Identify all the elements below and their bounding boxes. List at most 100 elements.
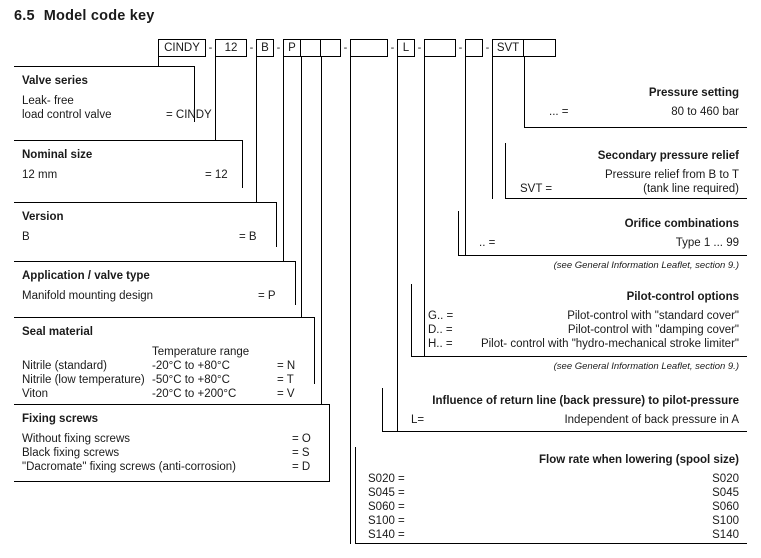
legend-row-value: S045	[712, 487, 739, 499]
legend-section-left-1: Nominal size 12 mm = 12	[14, 140, 243, 188]
legend-row-label: "Dacromate" fixing screws (anti-corrosio…	[22, 461, 236, 473]
code-separator: -	[458, 41, 463, 54]
legend-heading: Secondary pressure relief	[597, 150, 739, 162]
legend-heading: Valve series	[22, 75, 88, 87]
legend-row-range: -20°C to +200°C	[152, 388, 237, 400]
legend-row-value: Type 1 ... 99	[675, 237, 739, 249]
legend-row-value: S100	[712, 515, 739, 527]
legend-row-key: S060 =	[368, 501, 405, 513]
legend-row-label: Nitrile (standard)	[22, 360, 107, 372]
legend-column-header: Temperature range	[152, 346, 250, 358]
legend-row-label: load control valve	[22, 109, 112, 121]
legend-row-range: -50°C to +80°C	[152, 374, 230, 386]
code-segment-2: B	[256, 39, 274, 57]
legend-row-label: Black fixing screws	[22, 447, 120, 459]
legend-row-label: Viton	[22, 388, 49, 400]
section-number: 6.5	[14, 8, 35, 24]
legend-row-range: -20°C to +80°C	[152, 360, 230, 372]
legend-row-key: SVT =	[520, 183, 553, 195]
legend-row-key: G.. =	[428, 310, 454, 322]
legend-heading: Version	[22, 211, 64, 223]
code-separator: -	[343, 41, 348, 54]
connector-line-8	[424, 57, 426, 357]
connector-line-3	[283, 57, 285, 261]
legend-row-label: Nitrile (low temperature)	[22, 374, 145, 386]
legend-row-code: = V	[277, 388, 295, 400]
legend-row-label: Leak- free	[22, 95, 74, 107]
code-segment-6	[350, 39, 388, 57]
legend-row-code: = P	[258, 290, 276, 302]
model-code-row: CINDY-12-B-P--L---SVT	[158, 39, 556, 57]
legend-row-key: S140 =	[368, 529, 405, 541]
legend-heading: Fixing screws	[22, 413, 99, 425]
code-separator: -	[208, 41, 213, 54]
code-segment-0: CINDY	[158, 39, 206, 57]
connector-line-9	[465, 57, 467, 256]
legend-section-note: (see General Information Leaflet, sectio…	[553, 361, 739, 372]
legend-row-value: S060	[712, 501, 739, 513]
legend-row-value: (tank line required)	[643, 183, 739, 195]
legend-row-code: = D	[292, 461, 311, 473]
legend-row-label: Without fixing screws	[22, 433, 131, 445]
legend-row-label: 12 mm	[22, 169, 58, 181]
connector-line-0	[158, 57, 160, 66]
legend-row-key: D.. =	[428, 324, 453, 336]
legend-row-key: ... =	[549, 106, 569, 118]
legend-heading: Influence of return line (back pressure)…	[432, 395, 739, 407]
legend-row-key: .. =	[479, 237, 496, 249]
code-segment-9	[465, 39, 483, 57]
code-separator: -	[249, 41, 254, 54]
legend-row-value: 80 to 460 bar	[671, 106, 739, 118]
connector-line-4	[301, 57, 303, 317]
connector-line-10	[492, 57, 494, 199]
code-separator: -	[417, 41, 422, 54]
page-title: 6.5 Model code key	[14, 8, 155, 24]
legend-section-right-4: Influence of return line (back pressure)…	[382, 388, 747, 432]
legend-heading: Pressure setting	[648, 87, 739, 99]
code-separator: -	[390, 41, 395, 54]
legend-heading: Application / valve type	[22, 270, 150, 282]
legend-row-key: S045 =	[368, 487, 405, 499]
connector-line-1	[215, 57, 217, 140]
legend-row-value: Pilot-control with "standard cover"	[567, 310, 739, 322]
code-separator: -	[485, 41, 490, 54]
code-segment-3: P	[283, 39, 301, 57]
connector-line-6	[350, 57, 352, 544]
section-title-text: Model code key	[43, 8, 155, 24]
legend-row-code: = CINDY	[166, 109, 212, 121]
legend-row-code: = N	[277, 360, 296, 372]
legend-section-note: (see General Information Leaflet, sectio…	[553, 260, 739, 271]
legend-row-label: Manifold mounting design	[22, 290, 154, 302]
legend-row-code: = O	[292, 433, 311, 445]
legend-row-code: = B	[239, 231, 257, 243]
legend-row-key: H.. =	[428, 338, 453, 350]
legend-section-right-5: Flow rate when lowering (spool size) S020…	[355, 447, 747, 544]
legend-row-value: S140	[712, 529, 739, 541]
legend-row-value: S020	[712, 473, 739, 485]
connector-line-7	[397, 57, 399, 432]
legend-row-code: = S	[292, 447, 310, 459]
code-segment-4	[301, 39, 321, 57]
connector-line-2	[256, 57, 258, 202]
legend-heading: Flow rate when lowering (spool size)	[539, 454, 739, 466]
legend-heading: Nominal size	[22, 149, 93, 161]
code-segment-10: SVT	[492, 39, 524, 57]
legend-row-value: Pilot- control with "hydro-mechanical st…	[480, 338, 739, 350]
legend-row-value: Independent of back pressure in A	[564, 414, 739, 426]
legend-heading: Orifice combinations	[624, 218, 739, 230]
code-segment-5	[321, 39, 341, 57]
legend-row-key: L=	[411, 414, 425, 426]
code-segment-11	[524, 39, 556, 57]
legend-row-key: S020 =	[368, 473, 405, 485]
legend-row-code: = 12	[205, 169, 228, 181]
legend-row-label: B	[22, 231, 30, 243]
legend-section-right-0: Pressure setting 80 to 460 bar ... =	[524, 80, 747, 128]
code-segment-1: 12	[215, 39, 247, 57]
